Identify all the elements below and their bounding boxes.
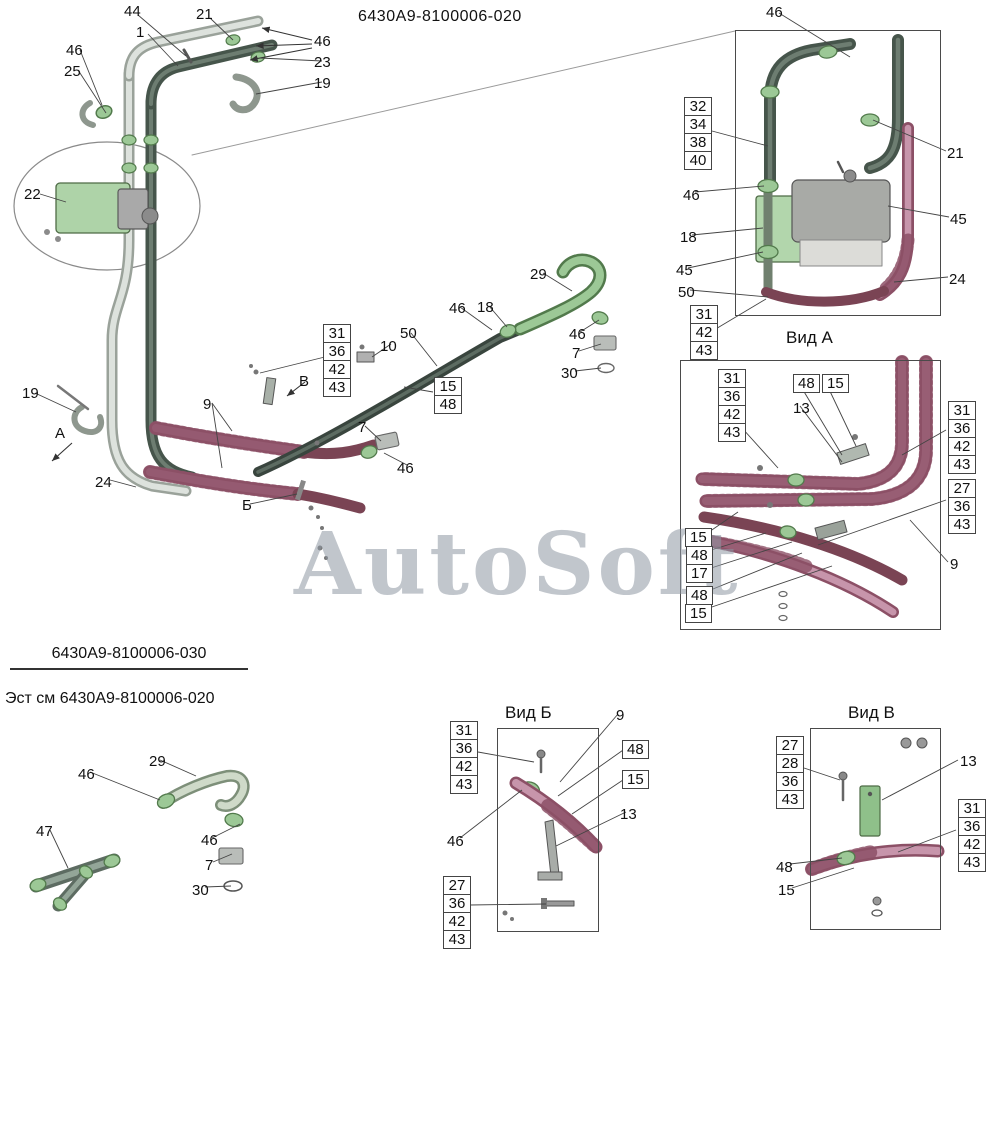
bracket <box>262 377 277 406</box>
bolt <box>182 48 193 64</box>
view-a-box <box>680 360 941 630</box>
bracket-plate <box>859 785 881 837</box>
hose-clamp <box>143 134 159 146</box>
hose-clamp <box>779 525 797 539</box>
view-b-label: Вид Б <box>505 703 552 722</box>
detail-box-drawing <box>755 34 915 307</box>
hose-clamp <box>760 85 780 99</box>
hose-clamp <box>757 178 779 194</box>
arrow-view-a <box>51 442 73 462</box>
main-assembly-drawing <box>13 15 736 560</box>
view-v-box <box>810 728 941 930</box>
hose-clamp <box>797 493 815 507</box>
hose-clamp <box>29 878 47 892</box>
nut <box>916 737 928 749</box>
leader-lines <box>34 12 959 906</box>
subassembly-drawing <box>29 769 250 912</box>
hose-clamp <box>787 473 805 487</box>
washer <box>871 909 883 917</box>
hook-clamp <box>229 73 261 114</box>
nipple-fitting <box>218 847 244 865</box>
nut <box>872 896 882 906</box>
arrow-46-3 <box>249 47 313 62</box>
arrow-46-1 <box>261 26 313 41</box>
detail-connector-line <box>191 30 736 156</box>
hose-clamp <box>360 445 378 459</box>
view-b-box <box>497 728 599 932</box>
bracket <box>814 519 848 541</box>
hook-clamp <box>71 404 105 435</box>
arrow-46-2 <box>255 42 313 50</box>
variant-note: Эст см 6430А9-8100006-020 <box>5 690 215 707</box>
hose-clamp <box>121 134 137 146</box>
bolt <box>295 479 306 501</box>
washer <box>778 590 788 598</box>
view-v-drawing <box>805 737 945 917</box>
hose-clamp <box>143 162 159 174</box>
washer <box>778 614 788 622</box>
view-a-drawing <box>695 355 933 622</box>
bracket-foot <box>537 871 563 881</box>
hose-clamp <box>52 897 68 911</box>
view-a-label: Вид А <box>786 328 833 347</box>
hose-clamp <box>224 812 244 828</box>
view-v-label: Вид В <box>848 703 895 722</box>
detail-view-box <box>735 30 941 316</box>
variant-title: 6430А9-8100006-030 <box>10 645 248 670</box>
nipple-fitting <box>593 335 617 351</box>
view-b-drawing <box>502 749 603 921</box>
detail-ellipse <box>13 141 201 271</box>
hose-clamp <box>156 793 176 809</box>
hose-clamp <box>757 244 779 260</box>
bracket <box>356 351 375 363</box>
bracket <box>836 443 870 465</box>
page-title: 6430А9-8100006-020 <box>358 8 522 25</box>
hose-clamp <box>591 311 609 325</box>
hose-clamp <box>103 854 121 868</box>
valve-block-body <box>117 188 149 230</box>
direction-arrows <box>51 26 313 462</box>
hose-clamp <box>836 850 856 866</box>
hose-clamp <box>818 45 838 59</box>
hook-clamp <box>79 100 96 128</box>
hose-clamp <box>121 162 137 174</box>
hose-clamp <box>78 865 94 879</box>
arrow-view-v <box>286 381 306 397</box>
nipple-fitting <box>374 431 400 451</box>
watermark: AutoSoft <box>294 514 741 615</box>
nut <box>900 737 912 749</box>
hose-clamp <box>860 113 880 127</box>
washer <box>778 602 788 610</box>
hose-clamp <box>95 104 113 120</box>
